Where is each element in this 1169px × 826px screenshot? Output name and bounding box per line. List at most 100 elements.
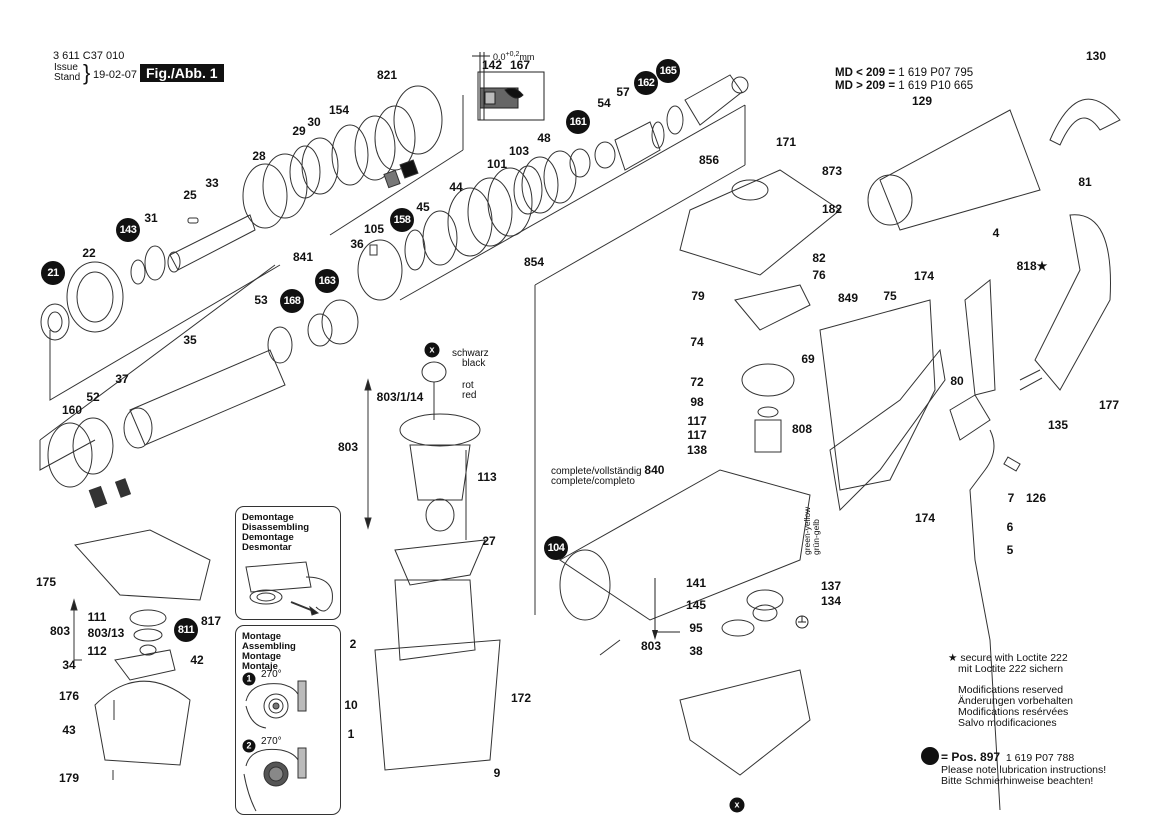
part-label-36[interactable]: 36 (350, 237, 364, 251)
part-label-126[interactable]: 126 (1025, 491, 1047, 505)
lubrication-badge-168[interactable]: 168 (280, 289, 304, 313)
part-label-856[interactable]: 856 (698, 153, 720, 167)
part-label-101[interactable]: 101 (486, 157, 508, 171)
part-label-54[interactable]: 54 (597, 96, 611, 110)
lubrication-badge-158[interactable]: 158 (390, 208, 414, 232)
part-label-803-1-14[interactable]: 803/1/14 (376, 390, 424, 404)
part-label-52[interactable]: 52 (86, 390, 100, 404)
lubrication-badge-162[interactable]: 162 (634, 71, 658, 95)
part-label-75[interactable]: 75 (883, 289, 897, 303)
lubrication-badge-104[interactable]: 104 (544, 536, 568, 560)
part-label-145[interactable]: 145 (685, 598, 707, 612)
part-label-154[interactable]: 154 (328, 103, 350, 117)
part-label-841[interactable]: 841 (292, 250, 314, 264)
part-label-81[interactable]: 81 (1078, 175, 1092, 189)
part-label-25[interactable]: 25 (183, 188, 197, 202)
part-label-111[interactable]: 111 (87, 610, 107, 624)
lubrication-badge-165[interactable]: 165 (656, 59, 680, 83)
part-label-79[interactable]: 79 (691, 289, 705, 303)
part-label-179[interactable]: 179 (58, 771, 80, 785)
part-label-45[interactable]: 45 (416, 200, 430, 214)
part-label-22[interactable]: 22 (82, 246, 96, 260)
lubrication-badge-163[interactable]: 163 (315, 269, 339, 293)
part-label-34[interactable]: 34 (62, 658, 76, 672)
part-label-9[interactable]: 9 (493, 766, 501, 780)
part-label-57[interactable]: 57 (616, 85, 630, 99)
part-label-42[interactable]: 42 (190, 653, 204, 667)
part-label-80[interactable]: 80 (950, 374, 964, 388)
part-label-82[interactable]: 82 (812, 251, 826, 265)
part-label-176[interactable]: 176 (58, 689, 80, 703)
part-label-31[interactable]: 31 (144, 211, 158, 225)
part-label-33[interactable]: 33 (205, 176, 219, 190)
part-label-840[interactable]: 840 (644, 463, 665, 477)
part-label-873[interactable]: 873 (821, 164, 843, 178)
part-label-141[interactable]: 141 (685, 576, 707, 590)
part-label-5[interactable]: 5 (1006, 543, 1014, 557)
part-label-53[interactable]: 53 (254, 293, 268, 307)
notes-block: ★ secure with Loctite 222 mit Loctite 22… (948, 653, 1073, 729)
part-label-6[interactable]: 6 (1006, 520, 1014, 534)
part-label-76[interactable]: 76 (812, 268, 826, 282)
part-label-171[interactable]: 171 (775, 135, 797, 149)
part-label-174a[interactable]: 174 (913, 269, 935, 283)
part-label-808[interactable]: 808 (791, 422, 813, 436)
part-label-48[interactable]: 48 (537, 131, 551, 145)
part-label-160[interactable]: 160 (61, 403, 83, 417)
part-label-849[interactable]: 849 (837, 291, 859, 305)
part-label-7[interactable]: 7 (1007, 491, 1015, 505)
part-label-803-motor[interactable]: 803 (337, 440, 359, 454)
lubrication-badge-811[interactable]: 811 (174, 618, 198, 642)
part-label-134[interactable]: 134 (820, 594, 842, 608)
lubrication-badge-161[interactable]: 161 (566, 110, 590, 134)
part-label-30[interactable]: 30 (307, 115, 321, 129)
part-label-117b[interactable]: 117 (687, 428, 707, 442)
part-label-74[interactable]: 74 (690, 335, 704, 349)
part-label-137[interactable]: 137 (820, 579, 842, 593)
disassembly-line-fr: Demontage (242, 532, 294, 543)
part-label-2[interactable]: 2 (349, 637, 357, 651)
part-label-138[interactable]: 138 (686, 443, 708, 457)
part-label-803-gear[interactable]: 803 (640, 639, 662, 653)
part-label-95[interactable]: 95 (689, 621, 703, 635)
part-label-1[interactable]: 1 (347, 727, 355, 741)
part-label-98[interactable]: 98 (690, 395, 704, 409)
lubrication-badge-143[interactable]: 143 (116, 218, 140, 242)
lubrication-badge-21[interactable]: 21 (41, 261, 65, 285)
part-label-10[interactable]: 10 (344, 698, 358, 712)
part-label-803-13[interactable]: 803/13 (87, 626, 125, 640)
part-158-ring (404, 229, 426, 271)
part-label-113[interactable]: 113 (477, 470, 497, 484)
part-label-112[interactable]: 112 (87, 644, 107, 658)
part-label-135[interactable]: 135 (1047, 418, 1069, 432)
part-label-130[interactable]: 130 (1085, 49, 1107, 63)
part-label-103[interactable]: 103 (508, 144, 530, 158)
part-label-821[interactable]: 821 (376, 68, 398, 82)
part-label-142[interactable]: 142 (481, 58, 503, 72)
part-label-854[interactable]: 854 (523, 255, 545, 269)
part-label-129[interactable]: 129 (911, 94, 933, 108)
part-label-117a[interactable]: 117 (687, 414, 707, 428)
part-42 (74, 529, 211, 601)
part-label-43[interactable]: 43 (62, 723, 76, 737)
part-label-72[interactable]: 72 (690, 375, 704, 389)
part-label-818[interactable]: 818★ (1016, 259, 1048, 273)
part-label-44[interactable]: 44 (449, 180, 463, 194)
part-label-167[interactable]: 167 (509, 58, 531, 72)
part-label-175[interactable]: 175 (35, 575, 57, 589)
part-label-174b[interactable]: 174 (914, 511, 936, 525)
part-label-27[interactable]: 27 (482, 534, 496, 548)
part-label-182[interactable]: 182 (821, 202, 843, 216)
part-label-35[interactable]: 35 (183, 333, 197, 347)
part-label-69[interactable]: 69 (801, 352, 815, 366)
part-label-29[interactable]: 29 (292, 124, 306, 138)
part-label-28[interactable]: 28 (252, 149, 266, 163)
part-label-4[interactable]: 4 (992, 226, 1000, 240)
part-label-817[interactable]: 817 (200, 614, 222, 628)
part-label-177[interactable]: 177 (1098, 398, 1120, 412)
part-label-105[interactable]: 105 (363, 222, 385, 236)
part-label-37[interactable]: 37 (115, 372, 129, 386)
part-label-38[interactable]: 38 (689, 644, 703, 658)
part-label-803-brush[interactable]: 803 (49, 624, 71, 638)
part-label-172[interactable]: 172 (510, 691, 532, 705)
